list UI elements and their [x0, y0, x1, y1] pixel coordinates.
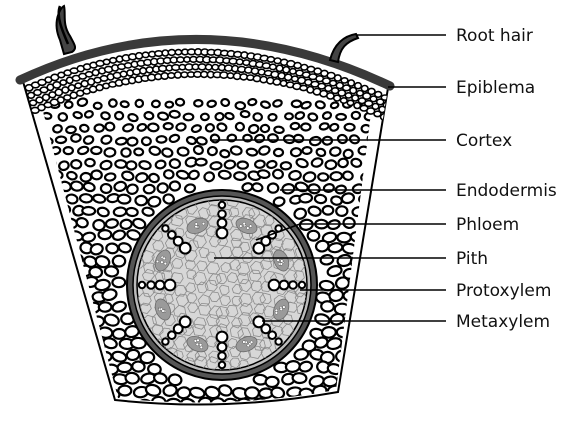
label-endodermis: Endodermis — [456, 181, 557, 201]
label-protoxylem: Protoxylem — [456, 281, 551, 301]
phloem-leader — [255, 223, 301, 241]
labels: Root hair Epiblema Cortex Endodermis Phl… — [456, 26, 557, 332]
root-hair-shapes — [55, 4, 360, 64]
label-cortex: Cortex — [456, 131, 512, 151]
label-metaxylem: Metaxylem — [456, 312, 550, 332]
xylem-arms — [137, 200, 307, 370]
label-root-hair: Root hair — [456, 26, 533, 46]
epiblema-layer — [15, 35, 395, 124]
label-epiblema: Epiblema — [456, 78, 535, 98]
phloem-patches — [154, 217, 290, 353]
leader-lines — [210, 34, 446, 322]
stele — [126, 189, 318, 381]
label-pith: Pith — [456, 249, 488, 269]
label-phloem: Phloem — [456, 215, 519, 235]
